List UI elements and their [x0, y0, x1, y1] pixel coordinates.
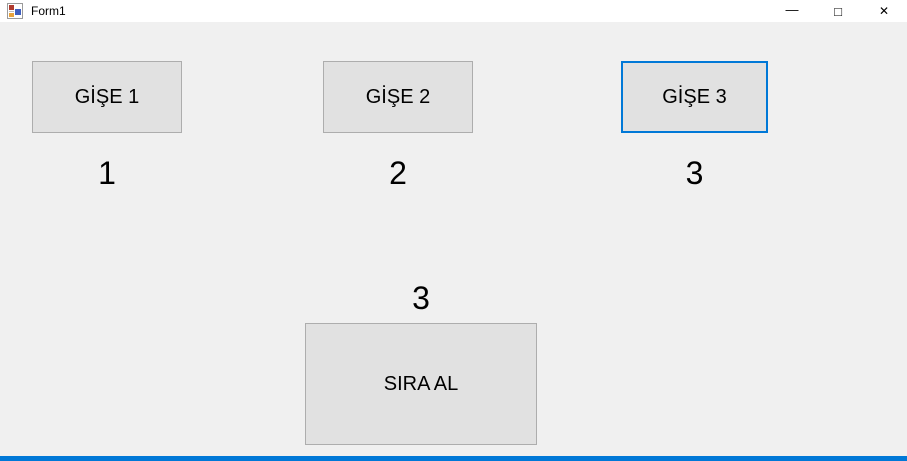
app-icon [7, 3, 23, 19]
close-icon: ✕ [878, 4, 890, 18]
window-bottom-accent [0, 456, 907, 461]
window-title: Form1 [31, 4, 66, 18]
client-area: GİŞE 1 GİŞE 2 GİŞE 3 1 2 3 3 SIRA AL [0, 22, 907, 461]
titlebar: Form1 — □ ✕ [0, 0, 907, 22]
maximize-icon: □ [834, 3, 842, 19]
sira-al-button[interactable]: SIRA AL [305, 323, 537, 445]
gise-2-button[interactable]: GİŞE 2 [323, 61, 473, 133]
minimize-button[interactable]: — [769, 0, 815, 22]
gise-3-count-label: 3 [685, 155, 704, 191]
close-button[interactable]: ✕ [861, 0, 907, 22]
gise-1-button[interactable]: GİŞE 1 [32, 61, 182, 133]
gise-2-count-label: 2 [389, 155, 407, 191]
gise-1-count-label: 1 [98, 155, 116, 191]
maximize-button[interactable]: □ [815, 0, 861, 22]
gise-3-button[interactable]: GİŞE 3 [621, 61, 768, 133]
queue-number-label: 3 [412, 280, 430, 316]
minimize-icon: — [785, 2, 799, 17]
